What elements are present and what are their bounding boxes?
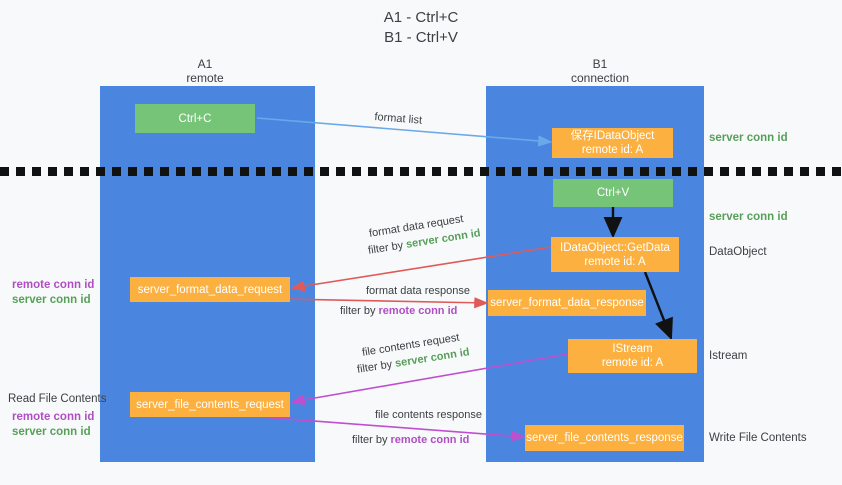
edge-label-file-contents-request-filter-prefix: filter by <box>356 357 397 376</box>
edge-label-format-data-request-filter-prefix: filter by <box>367 238 408 257</box>
label-read-file-contents-text: Read File Contents <box>8 393 107 405</box>
node-server-format-data-response-label: server_format_data_response <box>490 297 644 309</box>
node-server-format-data-request-label: server_format_data_request <box>137 283 283 296</box>
label-dataobject: DataObject <box>709 245 767 260</box>
node-server-format-data-request[interactable]: server_format_data_request <box>130 277 290 302</box>
node-ctrl-c[interactable]: Ctrl+C <box>135 104 255 133</box>
label-format-server-conn-id: server conn id <box>12 293 91 308</box>
edge-label-file-contents-response-filter-prefix: filter by <box>352 434 391 446</box>
label-file-server-conn-id: server conn id <box>12 425 91 440</box>
label-file-server-conn-id-text: server conn id <box>12 426 91 438</box>
edge-label-file-contents-response-filter: filter by remote conn id <box>352 433 469 448</box>
column-header-a1-name: A1 <box>197 57 213 71</box>
column-header-b1: B1 connection <box>535 57 665 85</box>
node-idataobject-getdata[interactable]: IDataObject::GetData remote id: A <box>551 237 679 272</box>
label-server-conn-id-mid: server conn id <box>709 210 788 225</box>
label-read-file-contents: Read File Contents <box>8 392 106 407</box>
edge-label-format-data-response: format data response <box>366 284 470 299</box>
node-getdata-line2: remote id: A <box>584 255 646 268</box>
node-istream-line1: IStream <box>612 343 653 355</box>
label-write-file-contents: Write File Contents <box>709 431 807 446</box>
edge-label-format-data-response-filter: filter by remote conn id <box>340 304 457 319</box>
column-header-a1: A1 remote <box>140 57 270 85</box>
label-file-remote-conn-id: remote conn id <box>12 410 94 425</box>
node-ctrl-c-label: Ctrl+C <box>178 112 212 125</box>
edge-label-file-contents-response-filter-key: remote conn id <box>390 434 470 446</box>
node-getdata-line1: IDataObject::GetData <box>560 241 670 254</box>
edge-label-format-data-response-text: format data response <box>366 285 470 297</box>
label-file-remote-conn-id-text: remote conn id <box>12 411 95 423</box>
node-ctrl-v[interactable]: Ctrl+V <box>553 179 673 207</box>
label-istream-text: Istream <box>709 350 748 362</box>
label-format-server-conn-id-text: server conn id <box>12 294 91 306</box>
edge-label-format-list: format list <box>374 110 423 129</box>
node-istream[interactable]: IStream remote id: A <box>568 339 697 373</box>
title-line-2: B1 - Ctrl+V <box>384 29 458 46</box>
edge-label-format-list-text: format list <box>373 110 423 127</box>
node-istream-line2: remote id: A <box>601 357 664 369</box>
node-server-format-data-response[interactable]: server_format_data_response <box>488 290 646 316</box>
label-istream: Istream <box>709 349 747 364</box>
label-server-conn-id-top: server conn id <box>709 131 788 146</box>
title-line-1: A1 - Ctrl+C <box>383 9 459 26</box>
label-server-conn-id-top-text: server conn id <box>709 132 788 144</box>
label-write-file-contents-text: Write File Contents <box>709 432 807 444</box>
label-format-remote-conn-id-text: remote conn id <box>12 279 95 291</box>
node-ctrl-v-label: Ctrl+V <box>596 187 630 199</box>
node-server-file-contents-response[interactable]: server_file_contents_response <box>525 425 684 451</box>
diagram-title: A1 - Ctrl+C B1 - Ctrl+V <box>0 8 842 48</box>
node-save-idataobject-line2: remote id: A <box>581 144 644 156</box>
node-save-idataobject[interactable]: 保存IDataObject remote id: A <box>552 128 673 158</box>
column-header-b1-name: B1 <box>592 57 608 71</box>
edge-label-file-contents-response: file contents response <box>375 408 482 423</box>
edge-label-format-data-response-filter-prefix: filter by <box>340 305 379 317</box>
label-format-remote-conn-id: remote conn id <box>12 278 94 293</box>
label-dataobject-text: DataObject <box>709 246 767 258</box>
label-server-conn-id-mid-text: server conn id <box>709 211 788 223</box>
node-server-file-contents-request[interactable]: server_file_contents_request <box>130 392 290 417</box>
edge-label-file-contents-response-text: file contents response <box>375 409 483 421</box>
column-header-b1-sub: connection <box>570 71 630 85</box>
node-save-idataobject-line1: 保存IDataObject <box>570 130 655 142</box>
column-header-a1-sub: remote <box>186 71 224 85</box>
node-server-file-contents-response-label: server_file_contents_response <box>526 432 683 444</box>
edge-label-format-data-response-filter-key: remote conn id <box>378 305 458 317</box>
node-server-file-contents-request-label: server_file_contents_request <box>136 398 284 411</box>
timeline-divider <box>0 167 842 176</box>
